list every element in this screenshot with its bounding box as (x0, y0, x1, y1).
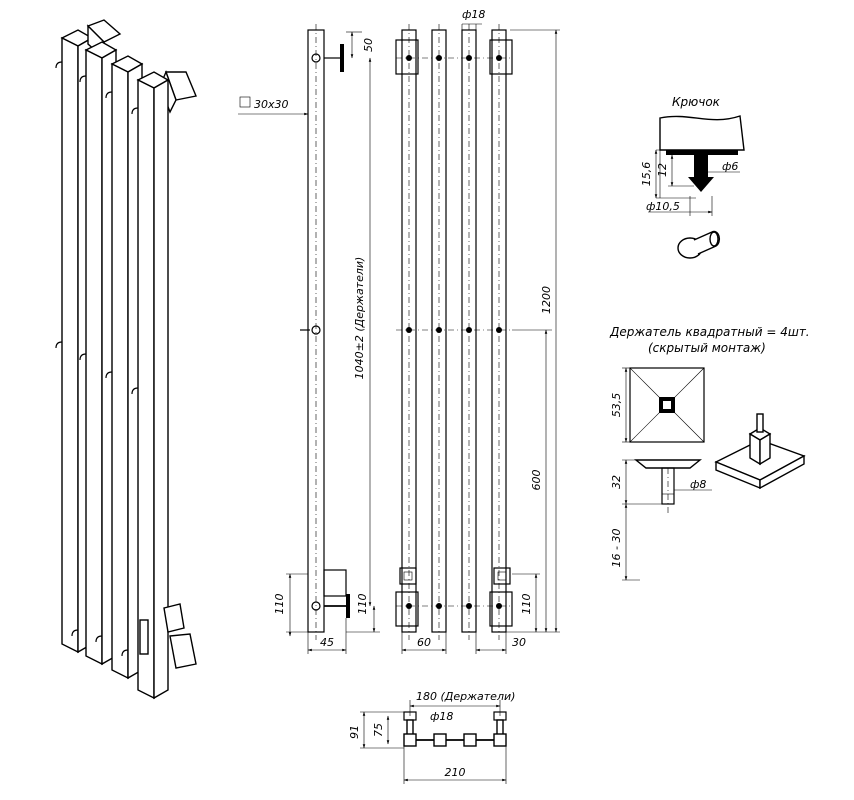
iso-holder (169, 633, 197, 669)
side-dim-profile: 30x30 (254, 98, 289, 111)
side-holder-bottom (311, 569, 350, 618)
top-dim-75: 75 (372, 723, 385, 737)
top-tube (493, 733, 507, 747)
top-dim-91: 91 (348, 725, 361, 739)
hook-wall (659, 115, 745, 151)
hook-dim-head-dia: ф10,5 (646, 200, 680, 213)
front-dim-right-gap: 30 (512, 636, 526, 649)
side-holder-mid (311, 325, 321, 335)
hook-title: Крючок (672, 95, 721, 109)
front-holder (395, 591, 419, 627)
hook-detail: Крючок 15,6 12 ф6 ф10,5 (640, 95, 745, 259)
side-dim-bottom-right: 110 (356, 594, 369, 615)
holder-title-line2: (скрытый монтаж) (648, 341, 766, 355)
top-tube (403, 733, 417, 747)
side-view: 50 30x30 1040±2 (Держатели) 110 110 45 (238, 24, 380, 654)
holder-dim-pin-dia: ф8 (690, 478, 706, 491)
front-holder (489, 591, 513, 627)
isometric-view (55, 19, 197, 700)
hook-dim-total: 15,6 (640, 162, 653, 187)
holder-plan (629, 367, 705, 443)
front-dim-bottom: 110 (520, 594, 533, 615)
side-dim-length: 1040±2 (Держатели) (353, 257, 366, 380)
front-view: ф18 1200 600 110 60 (395, 8, 560, 654)
top-dim-tube-dia: ф18 (430, 710, 453, 723)
top-tube (433, 733, 447, 747)
hook-rivet-3d (677, 230, 721, 259)
side-dim-top: 50 (362, 38, 375, 52)
top-view: 180 (Держатели) ф18 91 75 210 (348, 690, 515, 784)
holder-dim-square: 53,5 (610, 393, 623, 418)
iso-tube (136, 71, 170, 700)
top-dim-width: 210 (445, 766, 466, 779)
holder-side (634, 459, 702, 514)
holder-3d (714, 413, 806, 490)
iso-holder (163, 603, 185, 633)
front-dim-tube-dia: ф18 (462, 8, 485, 21)
side-dim-bottom-left: 110 (273, 594, 286, 615)
side-holder-top (311, 44, 344, 72)
holder-dim-height: 32 (610, 475, 623, 489)
holder-dim-range: 16 - 30 (610, 529, 623, 568)
top-dim-holders: 180 (Держатели) (416, 690, 515, 703)
front-dim-mid: 600 (530, 470, 543, 491)
front-dim-left-gap: 60 (417, 636, 431, 649)
holder-detail: Держатель квадратный = 4шт. (скрытый мон… (609, 325, 810, 581)
front-holder (395, 39, 419, 75)
hook-pin (694, 155, 708, 177)
top-tube (463, 733, 477, 747)
square-profile-icon (239, 96, 251, 108)
side-dim-depth: 45 (320, 636, 334, 649)
iso-label-plate (139, 619, 149, 655)
front-holder (489, 39, 513, 75)
iso-hooks (55, 61, 139, 657)
hook-dim-pin: 12 (656, 163, 669, 177)
hook-dim-pin-dia: ф6 (722, 160, 738, 173)
holder-title-line1: Держатель квадратный = 4шт. (609, 325, 810, 339)
front-dim-height: 1200 (540, 286, 553, 314)
